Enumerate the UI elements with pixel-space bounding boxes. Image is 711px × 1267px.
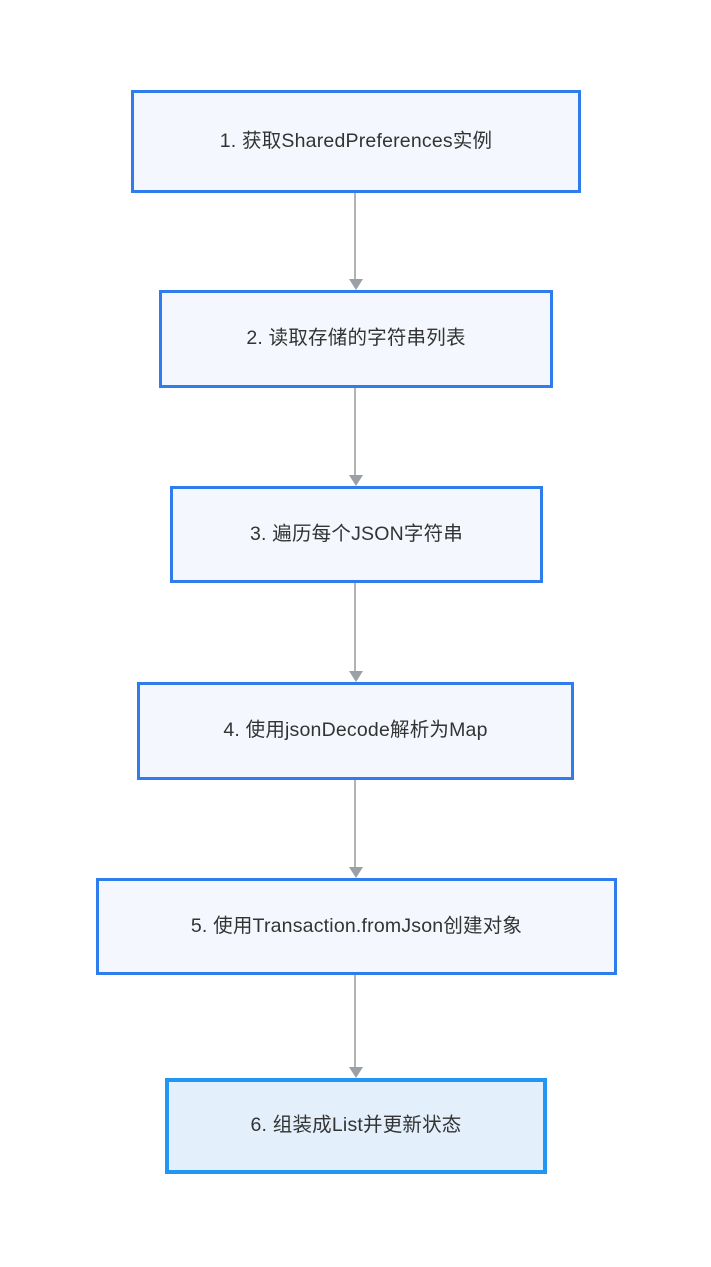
flowchart-node-step-1: 1. 获取SharedPreferences实例	[131, 90, 581, 193]
flowchart-node-label: 3. 遍历每个JSON字符串	[250, 522, 463, 545]
connector-line	[354, 975, 356, 1069]
flowchart-node-label: 2. 读取存储的字符串列表	[246, 327, 466, 350]
connector-line	[354, 583, 356, 673]
flowchart-node-label: 4. 使用jsonDecode解析为Map	[223, 719, 488, 742]
connector-line	[354, 193, 356, 281]
flowchart-node-step-4: 4. 使用jsonDecode解析为Map	[137, 682, 574, 780]
arrowhead-down-icon	[349, 867, 363, 878]
flowchart-node-step-5: 5. 使用Transaction.fromJson创建对象	[96, 878, 617, 975]
flowchart-node-label: 1. 获取SharedPreferences实例	[219, 129, 493, 152]
arrowhead-down-icon	[349, 475, 363, 486]
connector-line	[354, 780, 356, 869]
flowchart-node-step-2: 2. 读取存储的字符串列表	[159, 290, 553, 388]
flowchart-node-label: 5. 使用Transaction.fromJson创建对象	[190, 914, 523, 937]
connector-line	[354, 388, 356, 477]
flowchart-node-step-3: 3. 遍历每个JSON字符串	[170, 486, 543, 583]
arrowhead-down-icon	[349, 1067, 363, 1078]
arrowhead-down-icon	[349, 671, 363, 682]
arrowhead-down-icon	[349, 279, 363, 290]
flowchart-node-label: 6. 组装成List并更新状态	[250, 1114, 462, 1137]
flowchart-node-step-6: 6. 组装成List并更新状态	[165, 1078, 547, 1174]
